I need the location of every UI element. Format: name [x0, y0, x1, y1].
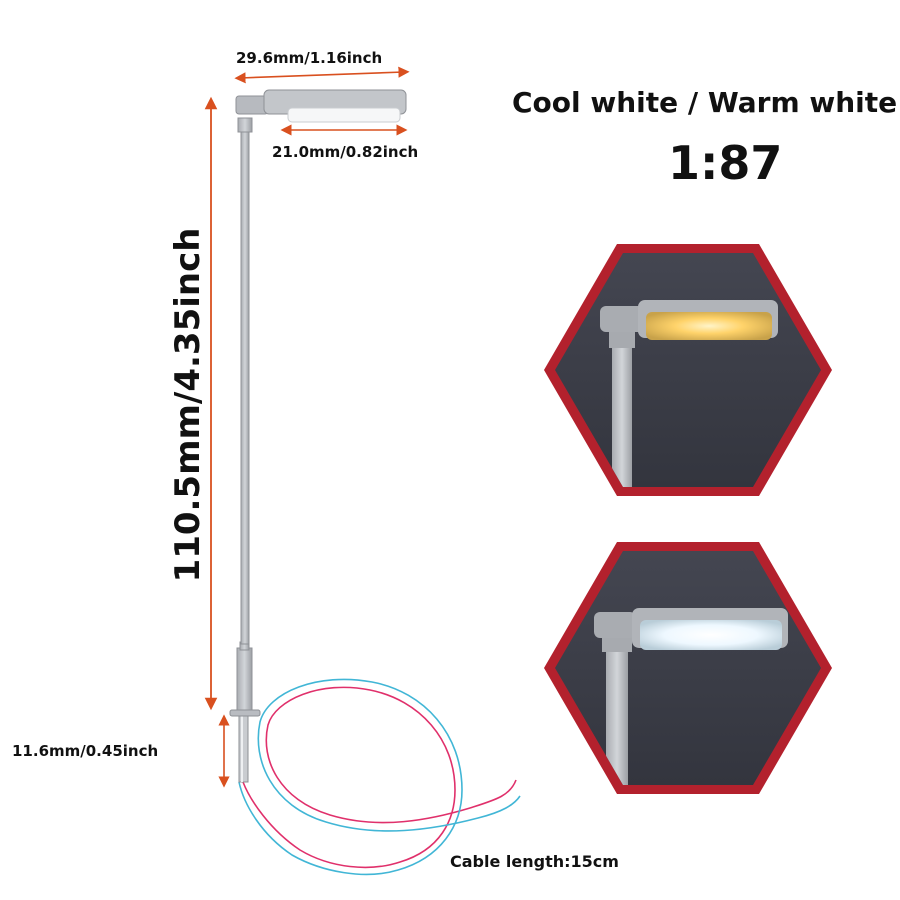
cable-wires — [238, 678, 521, 876]
base-flange — [229, 709, 261, 717]
pole-base — [236, 647, 253, 711]
cool-light-lens — [640, 620, 782, 650]
dimension-arrows — [204, 66, 410, 788]
street-lamp — [229, 89, 521, 876]
scale-label: 1:87 — [668, 136, 783, 190]
height-label: 110.5mm/4.35inch — [168, 227, 208, 583]
arrow-head-width — [234, 66, 410, 84]
product-title: Cool white / Warm white — [512, 86, 898, 119]
lamp-lens — [287, 107, 401, 123]
pole-shaft — [240, 129, 250, 645]
cable-length-label: Cable length:15cm — [450, 852, 619, 871]
head-width-label: 29.6mm/1.16inch — [236, 49, 383, 67]
lamp-bracket — [235, 95, 269, 115]
base-length-label: 11.6mm/0.45inch — [12, 742, 159, 760]
wire-red — [242, 686, 517, 869]
base-pin — [238, 715, 249, 783]
variant-cool-white — [544, 542, 832, 794]
warm-light-lens — [646, 312, 772, 340]
lamp-width-label: 21.0mm/0.82inch — [272, 143, 419, 161]
variant-warm-white — [544, 244, 832, 496]
wire-blue — [238, 678, 521, 876]
